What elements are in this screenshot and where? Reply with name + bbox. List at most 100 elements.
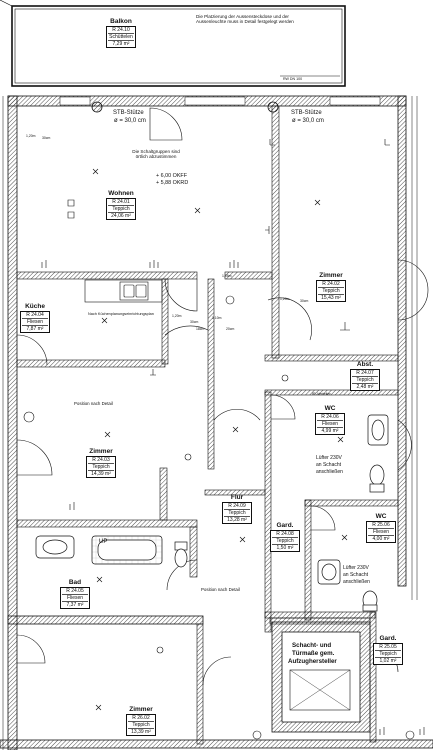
room-floor: Fliesen (368, 529, 394, 536)
toilet-wc1 (369, 464, 385, 493)
level-okrd: + 5,88 OKRD (156, 180, 189, 186)
dimension-label: 1,05m (222, 274, 232, 278)
fan-wc1-line-1: Lüfter 230V (316, 455, 342, 461)
room-number: R 24.07 (352, 370, 378, 377)
sink-bath (35, 535, 75, 559)
room-area: 4,99 m² (321, 428, 339, 434)
column-left-label: STB-Stütze (113, 110, 144, 116)
room-data-box: R 24.01 Teppich 24,06 m² (106, 198, 136, 220)
room-label-wohnen: Wohnen R 24.01 Teppich 24,06 m² (106, 190, 136, 220)
switch-note: Die Schaltgruppen sind örtlich abzustimm… (132, 149, 180, 160)
room-name: Wohnen (108, 190, 134, 197)
room-data-box: R 24.08 Teppich 1,50 m² (270, 530, 300, 552)
room-area: 7,29 m² (112, 41, 130, 47)
column-left-diameter: ø = 30,0 cm (114, 118, 146, 124)
room-name: Bad (68, 579, 82, 586)
room-data-box: R 24.10 Schüttelen 7,29 m² (106, 26, 136, 48)
shaft-note-line-3: Aufzughersteller (288, 658, 337, 665)
dimension-label: 18cm (196, 327, 205, 331)
room-name: Gard. (379, 635, 397, 642)
room-data-box: R 24.05 Fliesen 7,37 m² (60, 587, 90, 609)
sink-wc1 (367, 414, 389, 446)
room-number: R 24.04 (22, 312, 48, 319)
room-name: Balkon (110, 18, 132, 25)
sink-wc2 (317, 559, 341, 585)
toilet-bath (174, 541, 188, 568)
kitchen-counter (84, 279, 163, 303)
room-area: 24,06 m² (111, 213, 131, 219)
room-label-wc-1: WC R 24.06 Fliesen 4,99 m² (315, 405, 345, 435)
bathtub (91, 535, 163, 565)
room-data-box: R 24.04 Fliesen 7,87 m² (20, 311, 50, 333)
room-label-balkon: Balkon R 24.10 Schüttelen 7,29 m² (106, 18, 136, 48)
level-okff: + 6,00 OKFF (156, 173, 188, 179)
room-area: 2,48 m² (356, 384, 374, 390)
room-label-flur: Flur R 24.09 Teppich 13,28 m² (222, 494, 252, 524)
columns (91, 101, 279, 113)
room-name: WC (324, 405, 336, 412)
room-number: R 24.03 (88, 457, 114, 464)
room-area: 7,87 m² (26, 326, 44, 332)
socket-symbols (41, 139, 425, 735)
room-number: R 24.01 (108, 199, 134, 206)
room-floor: Fliesen (317, 421, 343, 428)
room-data-box: R 25.05 Teppich 1,02 m² (373, 643, 403, 665)
room-floor: Teppich (272, 538, 298, 545)
fan-wc2-line-1: Lüfter 230V (343, 565, 369, 571)
room-name: Zimmer (129, 706, 153, 713)
room-number: R 26.02 (128, 715, 154, 722)
room-data-box: R 24.07 Teppich 2,48 m² (350, 369, 380, 391)
room-name: Zimmer (89, 448, 113, 455)
dimension-label: 30cm (42, 136, 51, 140)
windows (59, 96, 381, 106)
ceiling-outlets (92, 168, 361, 711)
dimension-label: 30cm (300, 299, 309, 303)
room-label-gard-2: Gard. R 25.05 Teppich 1,02 m² (373, 635, 403, 665)
interior-walls (16, 105, 399, 745)
fan-wc1-line-2: an Schacht (316, 462, 342, 468)
room-data-box: R 25.06 Fliesen 4,00 m² (366, 521, 396, 543)
room-data-box: R 24.09 Teppich 13,28 m² (222, 502, 252, 524)
room-name: Flur (230, 494, 244, 501)
room-floor: Teppich (352, 377, 378, 384)
fixture-markers (23, 295, 415, 740)
ip-distributor: IP-Verteiler (312, 392, 331, 396)
room-name: WC (375, 513, 387, 520)
balcony-outline (0, 0, 346, 87)
room-area: 7,37 m² (66, 602, 84, 608)
room-label-abst: Abst. R 24.07 Teppich 2,48 m² (350, 361, 380, 391)
dimension-label: 30cm (190, 320, 199, 324)
room-label-kueche: Küche R 24.04 Fliesen 7,87 m² (20, 303, 50, 333)
top-marker: RW DN 100 (283, 77, 303, 81)
column-right-label: STB-Stütze (291, 110, 322, 116)
room-floor: Teppich (108, 206, 134, 213)
fan-wc2-line-2: an Schacht (343, 572, 369, 578)
room-area: 1,50 m² (276, 545, 294, 551)
room-name: Abst. (356, 361, 374, 368)
room-label-wc-2: WC R 25.06 Fliesen 4,00 m² (366, 513, 396, 543)
room-floor: Teppich (128, 722, 154, 729)
room-floor: Fliesen (22, 319, 48, 326)
dimension-label: 1,20m (280, 297, 290, 301)
room-area: 14,39 m² (91, 471, 111, 477)
room-area: 13,39 m² (131, 729, 151, 735)
room-floor: Teppich (88, 464, 114, 471)
room-area: 1,02 m² (379, 658, 397, 664)
elevator-shaft (271, 621, 371, 733)
room-label-gard-1: Gard. R 24.08 Teppich 1,50 m² (270, 522, 300, 552)
room-floor: Schüttelen (108, 34, 134, 41)
room-label-bad: Bad R 24.05 Fliesen 7,37 m² (60, 579, 90, 609)
room-data-box: R 24.06 Fliesen 4,99 m² (315, 413, 345, 435)
shaft-note-line-2: Türmaße gem. (292, 650, 335, 657)
shaft-note-line-1: Schacht- und (292, 642, 332, 649)
room-number: R 24.09 (224, 503, 250, 510)
toilet-wc2 (362, 590, 378, 612)
balcony-note: Die Platzierung der Aussensteckdose und … (196, 14, 294, 25)
dimension-label: 1,20m (172, 314, 182, 318)
room-data-box: R 26.02 Teppich 13,39 m² (126, 714, 156, 736)
position-detail-1: Position nach Detail (74, 401, 113, 406)
room-name: Gard. (276, 522, 294, 529)
kitchen-fittings-note: Nach Küchenplanungseinrichtungsplan (88, 312, 154, 316)
room-floor: Teppich (224, 510, 250, 517)
